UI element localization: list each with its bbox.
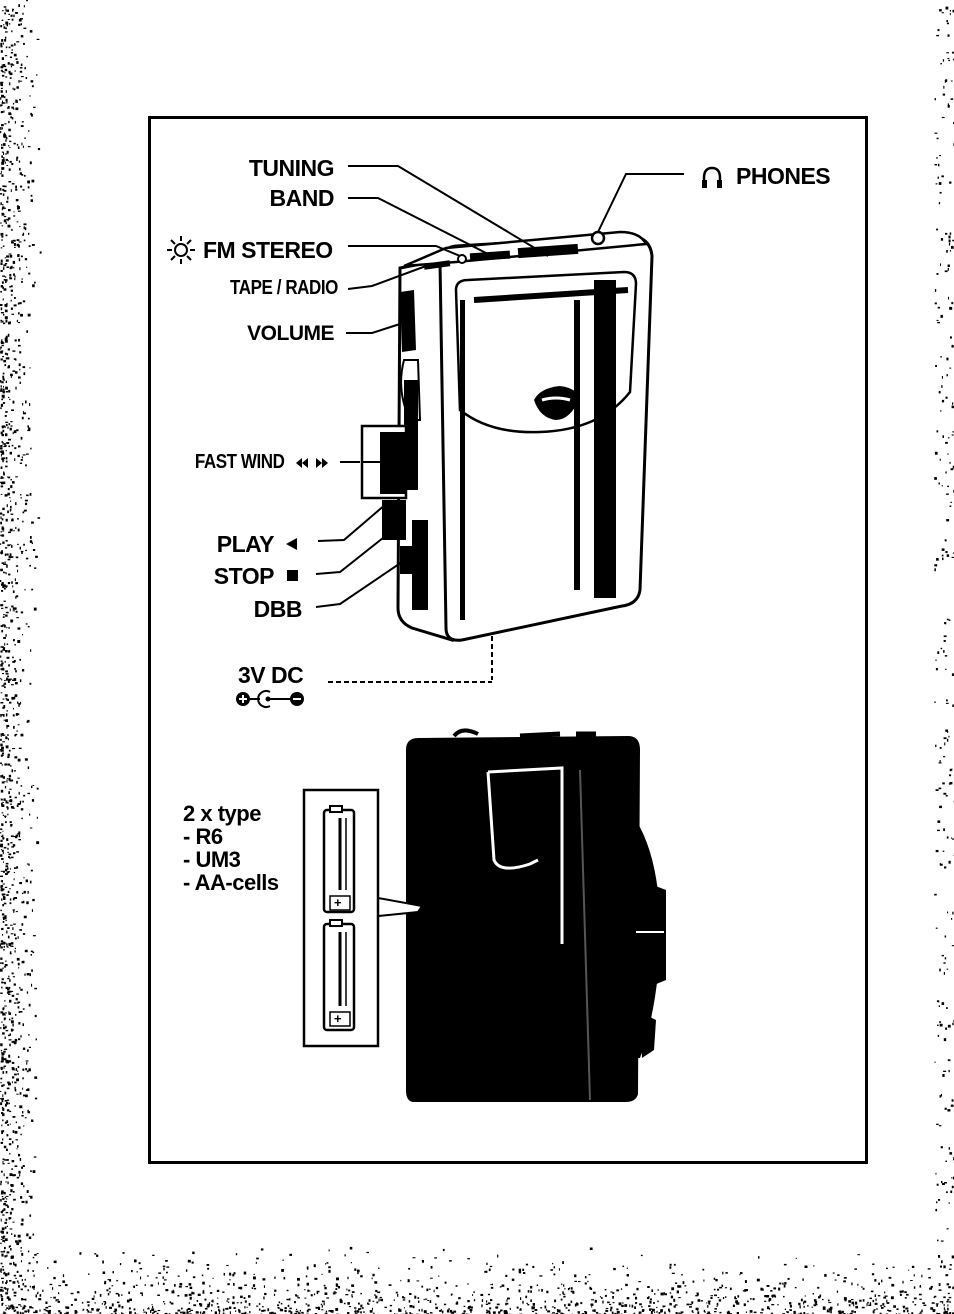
- belt-clip: [486, 766, 564, 944]
- phones-jack: [590, 230, 606, 246]
- cassette-lid: [454, 270, 638, 434]
- phones-leader: [597, 173, 684, 233]
- headphones-icon: [702, 166, 722, 188]
- diagram-frame: [148, 116, 868, 1164]
- play-label: PLAY: [216, 531, 275, 557]
- play-stop-buttons: [382, 500, 406, 540]
- rewind-forward-arrows-icon: [296, 458, 328, 468]
- band-label: BAND: [269, 185, 335, 211]
- stop-square-icon: [287, 570, 298, 581]
- band-leader: [348, 197, 489, 255]
- fm-stereo-led: [457, 254, 467, 264]
- tape-radio-leader: [347, 265, 427, 290]
- band-switch: [469, 250, 511, 262]
- player-side-panel: [396, 256, 454, 643]
- fm-stereo-label: FM STEREO: [203, 237, 333, 263]
- cassette-window: [534, 386, 580, 420]
- dc-input-label: 3V DC: [238, 662, 304, 688]
- dbb-leader: [315, 561, 403, 608]
- fm-stereo-leader: [348, 245, 461, 257]
- battery-1-terminal: +: [334, 895, 342, 910]
- phones-label: PHONES: [736, 163, 831, 189]
- battery-type-r6: - R6: [183, 824, 223, 849]
- sun-indicator-icon: [167, 236, 195, 264]
- dc-polarity-icon: [236, 690, 304, 708]
- stop-label: STOP: [213, 563, 275, 589]
- volume-label: VOLUME: [247, 322, 334, 345]
- battery-type-um3: - UM3: [183, 847, 241, 872]
- volume-leader: [346, 323, 401, 334]
- battery-spec: 2 x type - R6 - UM3 - AA-cells: [183, 802, 279, 894]
- dbb-switch: [400, 546, 414, 574]
- dbb-label: DBB: [253, 596, 303, 622]
- battery-1: [322, 805, 356, 914]
- play-leader: [317, 503, 387, 542]
- tape-radio-label: TAPE / RADIO: [230, 277, 338, 299]
- player-back-body: [406, 736, 640, 1102]
- battery-2-terminal: +: [334, 1011, 342, 1026]
- tuning-leader: [348, 165, 549, 257]
- battery-type-aa: - AA-cells: [183, 870, 279, 895]
- stop-leader: [315, 533, 389, 575]
- tape-radio-slider: [423, 260, 451, 270]
- battery-count: 2 x type: [183, 801, 261, 826]
- battery-2: [322, 919, 356, 1032]
- tuning-label: TUNING: [248, 155, 335, 181]
- fast-wind-label: FAST WIND: [194, 451, 284, 473]
- play-left-triangle-icon: [286, 538, 297, 550]
- volume-wheel: [400, 290, 416, 352]
